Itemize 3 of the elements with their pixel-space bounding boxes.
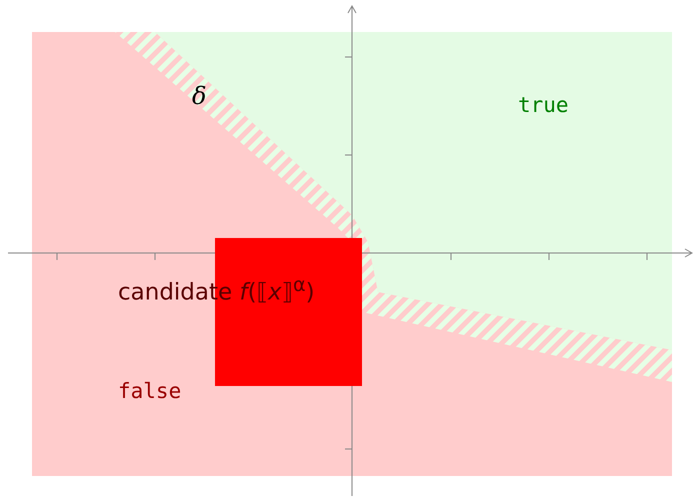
delta-label: δ bbox=[192, 84, 206, 108]
true-label: true bbox=[518, 95, 569, 116]
false-label: false bbox=[118, 381, 182, 402]
